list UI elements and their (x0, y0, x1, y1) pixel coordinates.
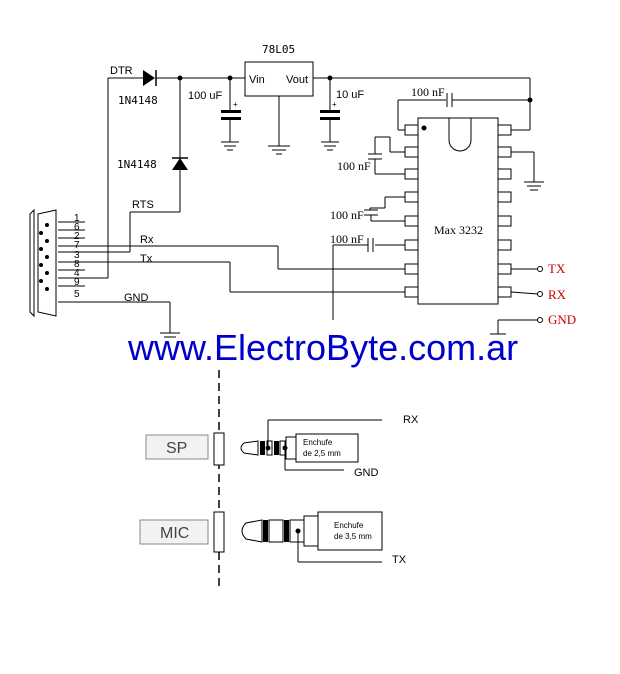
mic-socket (213, 511, 225, 553)
db9-pin-number: 3 (74, 250, 80, 261)
ground-symbol (268, 145, 290, 155)
jack-tx-label: TX (392, 554, 407, 566)
ground-symbol (524, 181, 544, 191)
ctop-label: 100 nF (411, 85, 445, 99)
jack-2-5mm (240, 433, 359, 463)
mic-box (139, 519, 209, 545)
db9-pin-numbers: 1 6 2 7 3 8 4 9 5 (74, 213, 80, 300)
mic-label: MIC (160, 525, 189, 542)
svg-text:+: + (332, 100, 337, 109)
jack-3-5mm (241, 511, 383, 551)
cin-label: 100 uF (188, 90, 223, 102)
db9-pin-dots (39, 223, 49, 291)
db9-pin-number: 5 (74, 289, 80, 300)
db9-pin-number: 4 (74, 268, 80, 279)
ground-symbol (321, 141, 339, 151)
diode-d2 (172, 157, 188, 170)
regulator-vin: Vin (249, 74, 265, 86)
rts-label: RTS (132, 199, 154, 211)
regulator-name: 78L05 (262, 43, 295, 56)
sp-box (145, 434, 209, 460)
ic-left-pins (404, 124, 419, 298)
tx-signal-label: Tx (140, 253, 153, 265)
db9-flange (29, 208, 35, 318)
jack-rx-label: RX (403, 414, 419, 426)
ground-symbol (160, 332, 180, 338)
db9-pin-number: 6 (74, 222, 80, 233)
diode-d1-label: 1N4148 (118, 94, 158, 107)
regulator-vout: Vout (286, 74, 308, 86)
sp-socket (213, 432, 225, 466)
diode-d1 (143, 70, 157, 86)
db9-pin-number: 9 (74, 277, 80, 288)
gnd-output-label: GND (548, 312, 576, 327)
tx-output-label: TX (548, 261, 566, 276)
watermark-text: www.ElectroByte.com.ar (127, 327, 518, 368)
capacitor-c3 (367, 238, 374, 252)
svg-text:+: + (233, 100, 238, 109)
jack35-line2: de 3,5 mm (334, 532, 372, 541)
c1-label: 100 nF (337, 159, 371, 173)
jack35-line1: Enchufe (334, 521, 364, 530)
jack-gnd-label: GND (354, 467, 379, 479)
rx-terminal (537, 291, 543, 297)
capacitor-cin: + (221, 100, 241, 120)
gnd-terminal (537, 317, 543, 323)
jack25-line1: Enchufe (303, 438, 333, 447)
rx-signal-label: Rx (140, 234, 154, 246)
gnd-signal-label: GND (124, 292, 149, 304)
dtr-label: DTR (110, 65, 133, 77)
c3-label: 100 nF (330, 232, 364, 246)
rx-out-wire (510, 291, 539, 295)
sp-label: SP (166, 440, 187, 457)
db9-shell (37, 209, 57, 317)
db9-pin-number: 8 (74, 259, 80, 270)
db9-pin-number: 2 (74, 231, 80, 242)
ic-notch (448, 118, 472, 152)
capacitor-c2 (364, 207, 385, 216)
capacitor-cout: + (320, 100, 340, 120)
db9-pin-number: 1 (74, 213, 80, 224)
cout-label: 10 uF (336, 89, 364, 101)
capacitor-ctop (446, 93, 453, 107)
ground-symbol (490, 320, 506, 335)
c2-label: 100 nF (330, 208, 364, 222)
ic-right-pins (497, 124, 512, 298)
ic-body (417, 117, 499, 305)
tx-terminal (537, 266, 543, 272)
diode-d2-label: 1N4148 (117, 158, 157, 171)
rx-output-label: RX (548, 287, 567, 302)
jack25-line2: de 2,5 mm (303, 449, 341, 458)
ic-pin1-dot (421, 125, 427, 131)
ground-symbol (221, 141, 239, 151)
ic-name: Max 3232 (434, 223, 483, 237)
